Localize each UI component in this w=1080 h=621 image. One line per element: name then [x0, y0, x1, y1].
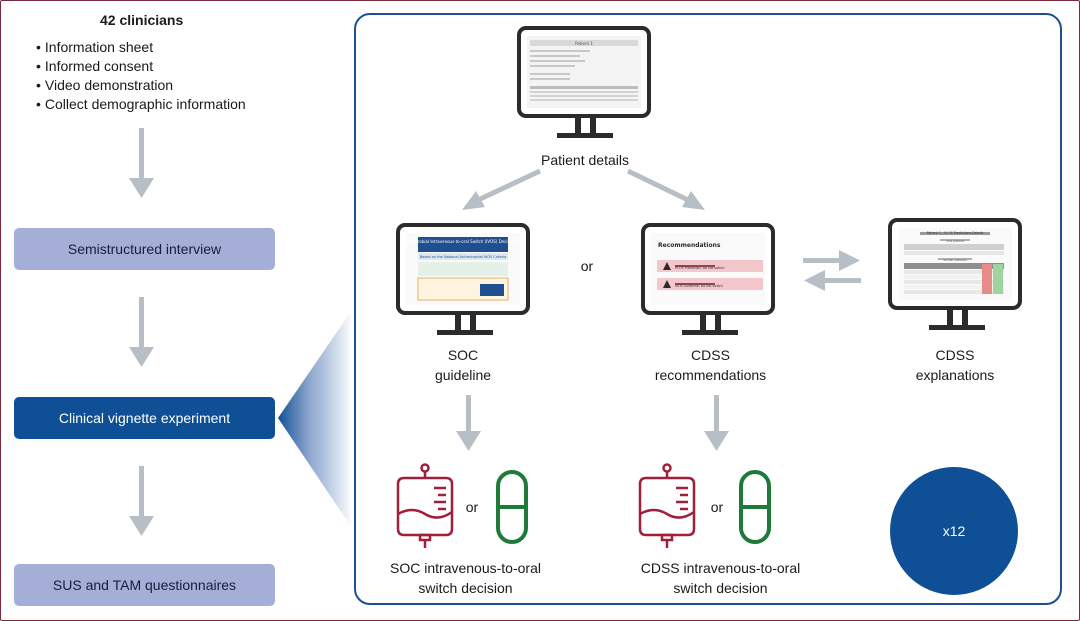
soc-guideline-label: SOC guideline: [393, 345, 533, 385]
soc-down-arrow: [456, 395, 481, 451]
soc-screen-header: Antimicrobial Intravenous-to-oral Switch…: [403, 239, 524, 244]
arrow-to-cdss: [626, 168, 705, 210]
soc-label-line2: guideline: [434, 367, 492, 383]
repeat-count-badge: x12: [890, 467, 1018, 595]
iv-bag-icon: [638, 463, 696, 548]
cdss-decision-line2: switch decision: [673, 580, 768, 596]
soc-decision-label: SOC intravenous-to-oral switch decision: [378, 558, 553, 598]
patient-monitor-icon: [517, 26, 651, 138]
participants-title: 42 clinicians: [100, 12, 184, 28]
cdss-recommendations-label: CDSS recommendations: [628, 345, 793, 385]
step-demographics: Collect demographic information: [36, 95, 246, 114]
step-video-demonstration: Video demonstration: [36, 76, 246, 95]
clinical-vignette-box: Clinical vignette experiment: [14, 397, 275, 439]
soc-decision-line2: switch decision: [418, 580, 513, 596]
cdss-label-line2: recommendations: [654, 367, 767, 383]
arrow-to-recommendations: [804, 270, 861, 291]
onboarding-steps: Information sheet Informed consent Video…: [36, 38, 246, 114]
explanations-screen-title: Patient 1 - IV-OS Predictions Details: [927, 231, 984, 235]
or-label-cdss-decision: or: [710, 499, 724, 515]
explanations-monitor-icon: [888, 218, 1022, 330]
cdss-decision-label: CDSS intravenous-to-oral switch decision: [628, 558, 813, 598]
arrow-to-soc: [462, 168, 542, 210]
cdss-screen-rec2: IVOS Guideline: Do not switch: [675, 284, 723, 288]
left-arrow-1: [129, 128, 154, 198]
left-arrow-2: [129, 297, 154, 367]
pill-icon: [496, 470, 528, 544]
step-information-sheet: Information sheet: [36, 38, 246, 57]
or-label-soc-decision: or: [465, 499, 479, 515]
soc-screen-subheader: Based on the National Antimicrobial IVOS…: [420, 255, 506, 259]
left-arrow-3: [129, 466, 154, 536]
expand-fan: [278, 310, 352, 528]
soc-monitor-icon: [396, 223, 530, 335]
cdss-monitor-icon: [641, 223, 775, 335]
patient-details-label: Patient details: [541, 152, 629, 168]
explanations-label-line1: CDSS: [935, 347, 975, 363]
explanations-screen-sub2: Similar patients: [943, 258, 967, 262]
cdss-screen-rec1: IV-OS Prediction: Do not switch: [675, 266, 724, 270]
vignette-panel: [354, 13, 1062, 605]
cdss-screen-title: Recommendations: [658, 242, 721, 249]
cdss-down-arrow: [704, 395, 729, 451]
cdss-label-line1: CDSS: [691, 347, 730, 363]
patient-screen-title: Patient 1: [575, 41, 593, 46]
explanations-screen-sub1: This patient: [945, 239, 965, 243]
cdss-explanations-label: CDSS explanations: [890, 345, 1020, 385]
pill-icon: [739, 470, 771, 544]
explanations-label-line2: explanations: [915, 367, 995, 383]
soc-decision-line1: SOC intravenous-to-oral: [390, 560, 541, 576]
cdss-decision-line1: CDSS intravenous-to-oral: [640, 560, 801, 576]
step-informed-consent: Informed consent: [36, 57, 246, 76]
semistructured-interview-box: Semistructured interview: [14, 228, 275, 270]
iv-bag-icon: [396, 463, 454, 548]
or-label-screens: or: [580, 258, 594, 274]
arrow-to-explanations: [803, 250, 860, 271]
questionnaires-box: SUS and TAM questionnaires: [14, 564, 275, 606]
soc-label-line1: SOC: [447, 347, 479, 363]
